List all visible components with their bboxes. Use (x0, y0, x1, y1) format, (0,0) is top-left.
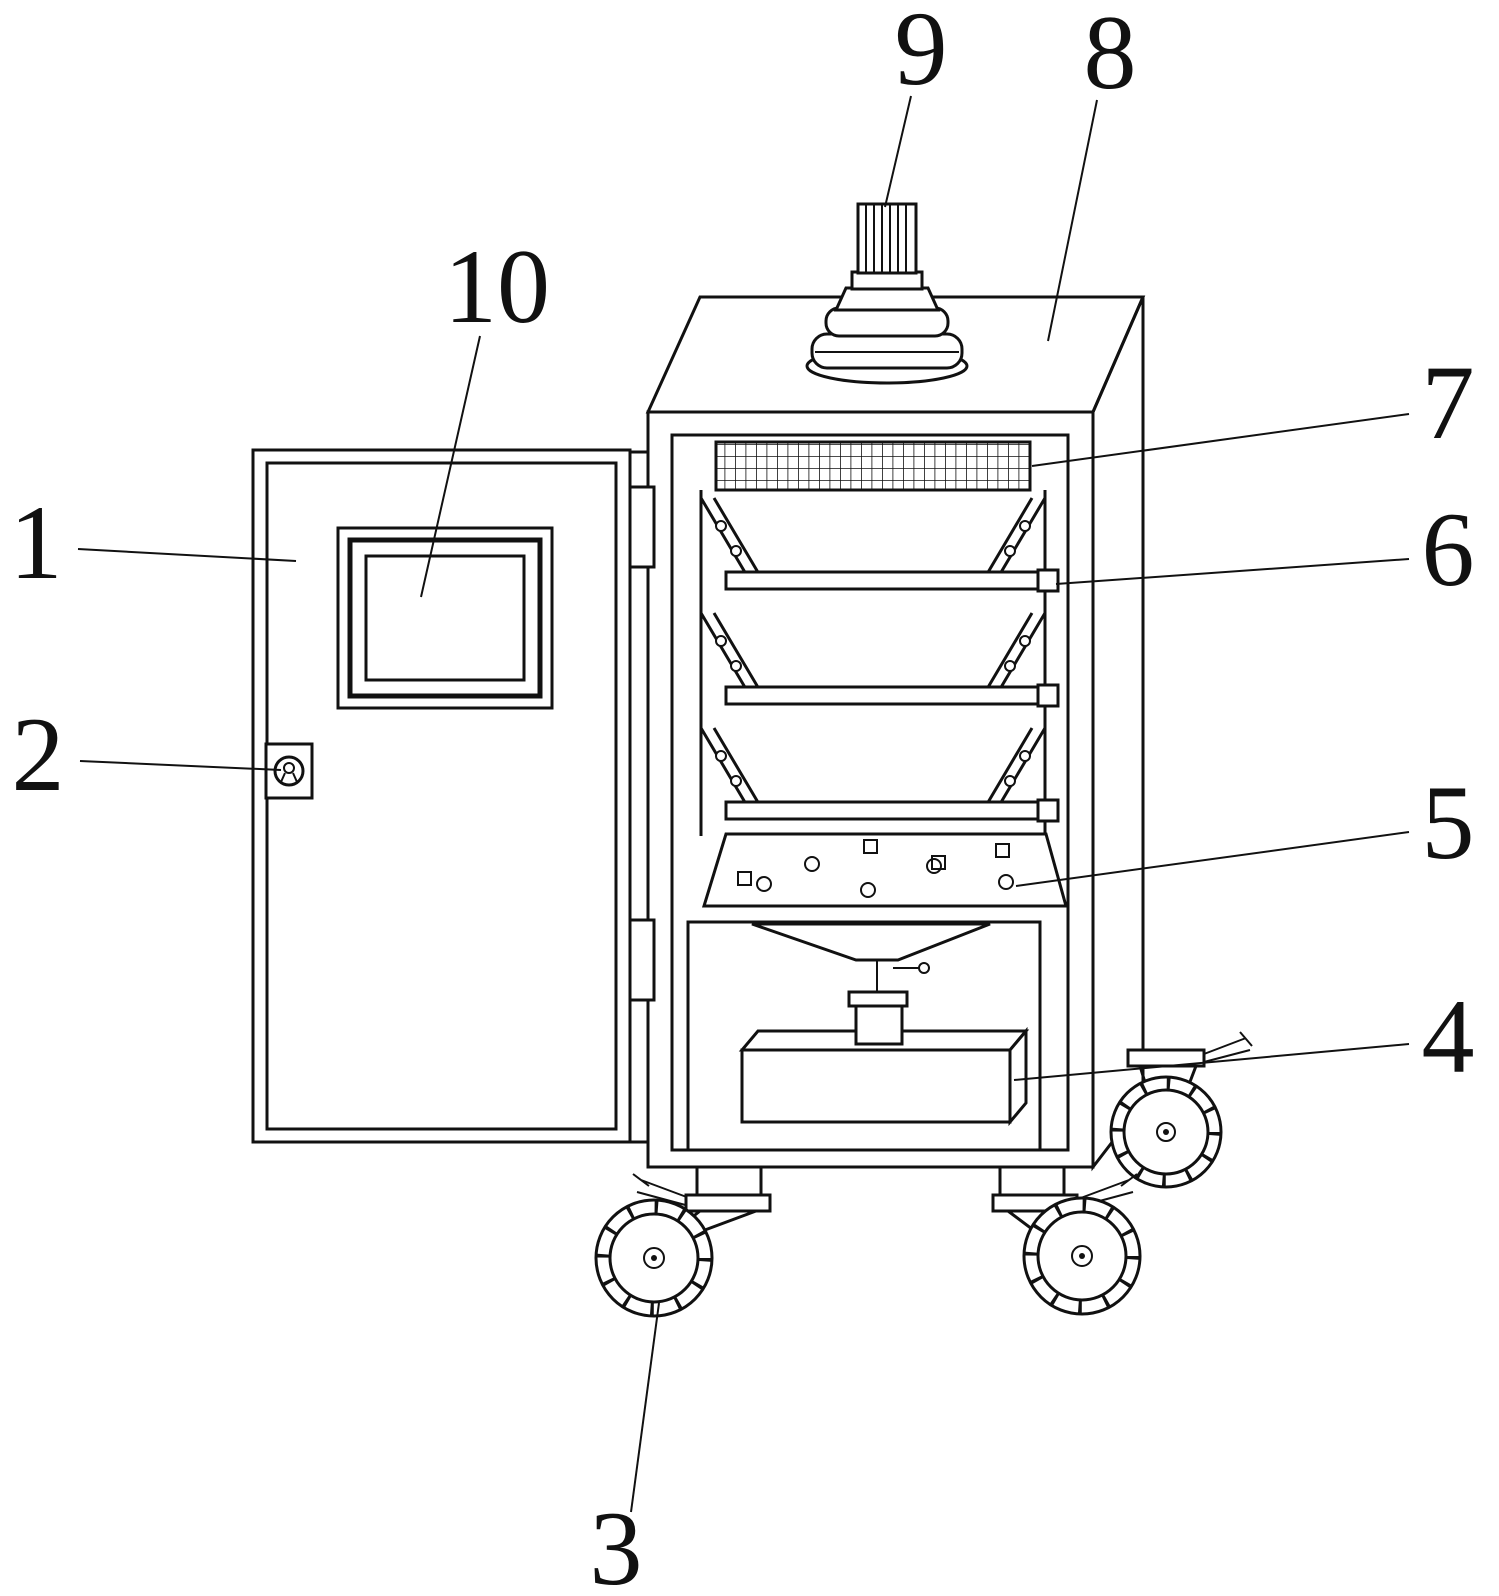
front-right-leg (998, 1165, 1066, 1197)
motor-neck (850, 270, 924, 291)
figure-label-5: 5 (1422, 764, 1475, 881)
caster-front-left (594, 1173, 772, 1318)
wheel-tread (1111, 1077, 1221, 1187)
caster-front-right (991, 1173, 1142, 1316)
cabinet-right-face (1091, 296, 1145, 1172)
door-panel (251, 448, 632, 1144)
figure-label-2: 2 (12, 696, 65, 813)
door-lock (264, 742, 314, 800)
figure-label-4: 4 (1422, 978, 1475, 1095)
tray-end-cap (1036, 798, 1060, 823)
brake-lever (1203, 1031, 1253, 1063)
tray-tier-3 (699, 727, 1060, 823)
collection-box (738, 1026, 1030, 1127)
figure-label-10: 10 (444, 228, 550, 345)
wheel-tread (1024, 1198, 1140, 1314)
door-window (336, 526, 554, 710)
funnel (751, 922, 991, 962)
cabinet-interior (686, 440, 1068, 1150)
leader-line-5 (1015, 831, 1410, 887)
leader-line-2 (79, 760, 282, 771)
figure-label-6: 6 (1422, 491, 1475, 608)
leader-line-9 (884, 95, 912, 208)
tray-end-cap (1036, 568, 1060, 593)
leader-line-8 (1047, 99, 1098, 342)
tray-shelf (724, 685, 1040, 706)
leader-line-10 (420, 335, 481, 598)
lower-compartment (686, 920, 1042, 1150)
wheel-tread (596, 1200, 712, 1316)
leader-lines (77, 95, 1410, 1513)
figure-label-8: 8 (1084, 0, 1137, 111)
leader-line-3 (630, 1302, 660, 1513)
figure-labels: 1 2 3 4 5 6 7 8 9 10 (10, 0, 1475, 1596)
motor-ribbed-cylinder (856, 202, 918, 275)
discharge-valve (847, 960, 930, 1046)
cabinet-door (251, 448, 656, 1144)
figure-label-1: 1 (10, 484, 63, 601)
perforated-plate (701, 832, 1068, 908)
motor-assembly (805, 202, 969, 385)
leader-line-7 (1031, 413, 1410, 467)
tray-tier-2 (699, 612, 1060, 708)
motor-collar (833, 286, 941, 312)
tray-shelf (724, 800, 1040, 821)
caster-back-right (1109, 1031, 1253, 1189)
valve-flange (847, 990, 909, 1008)
valve-body (854, 1004, 904, 1046)
front-left-leg (695, 1165, 763, 1197)
figure-label-9: 9 (895, 0, 948, 107)
tray-tier-1 (699, 497, 1060, 593)
caster-plate (684, 1193, 772, 1213)
legs (695, 1165, 1066, 1197)
leader-line-1 (77, 548, 297, 562)
tray-end-cap (1036, 683, 1060, 708)
motor-disc (824, 306, 950, 338)
mesh-screen (714, 440, 1032, 492)
figure-label-3: 3 (590, 1490, 643, 1596)
figure-label-7: 7 (1422, 344, 1475, 461)
leader-line-4 (1013, 1043, 1410, 1081)
tray-shelf (724, 570, 1040, 591)
cabinet-inner-frame (670, 433, 1070, 1152)
leader-line-6 (1055, 558, 1410, 585)
